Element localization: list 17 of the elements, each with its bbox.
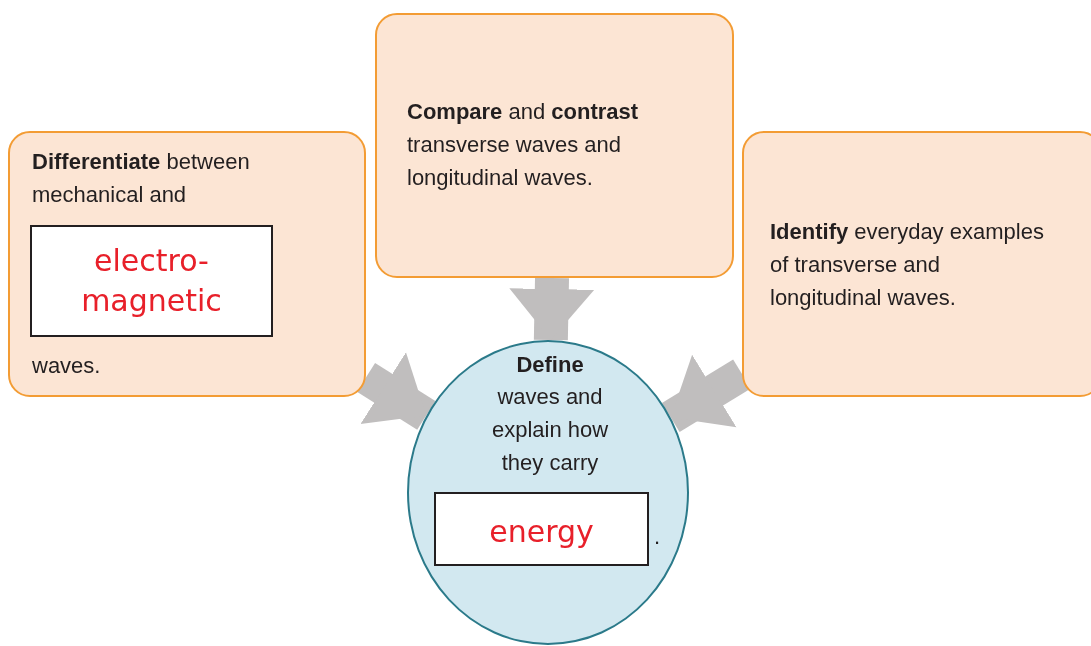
objective-text: Identify everyday examples of transverse and longitudinal waves. [770,218,1045,312]
objective-text: waves. [32,352,102,380]
block-arrow [356,352,436,430]
objective-text: Compare and contrast transverse waves and longitudinal waves. [407,98,640,192]
block-arrow [509,277,595,341]
handwritten-answer: energy [488,513,595,551]
objective-text: waves and explain how they carry [490,383,610,477]
objective-card [8,131,366,397]
objective-card [742,131,1091,397]
block-arrow [661,354,751,432]
objective-text: Differentiate between mechanical and [32,148,251,209]
handwritten-answer: electro- magnetic [80,242,223,320]
heading: Define [515,351,585,379]
answer-box [434,492,649,566]
objective-text: . [654,523,662,551]
objective-card [375,13,734,278]
answer-box [30,225,273,337]
